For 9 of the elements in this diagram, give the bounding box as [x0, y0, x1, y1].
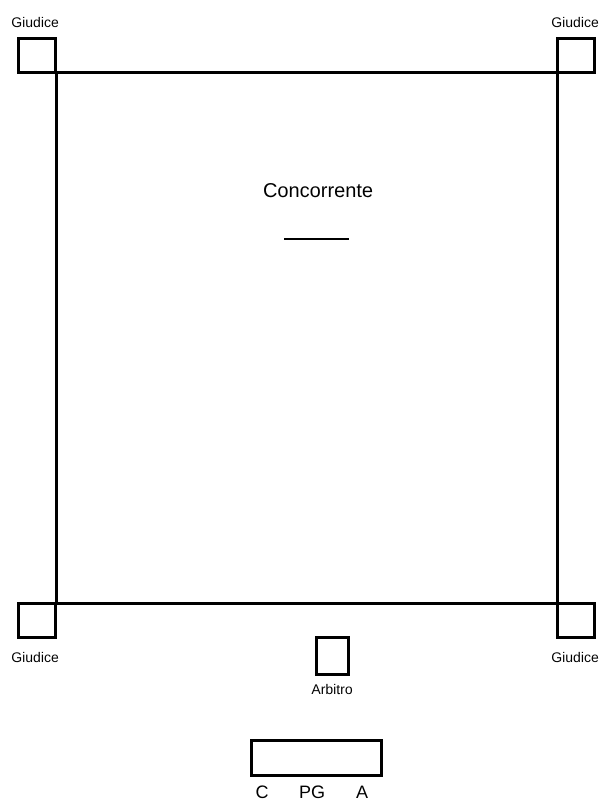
role-label: Giudice [551, 15, 599, 29]
role-label: Arbitro [311, 682, 353, 696]
column-label: C [256, 783, 268, 801]
role-label: Giudice [11, 650, 59, 664]
role-label: Giudice [551, 650, 599, 664]
role-label: Giudice [11, 15, 59, 29]
competitor-label: Concorrente [262, 181, 374, 201]
column-label: A [356, 783, 368, 801]
column-label: PG [299, 783, 325, 801]
